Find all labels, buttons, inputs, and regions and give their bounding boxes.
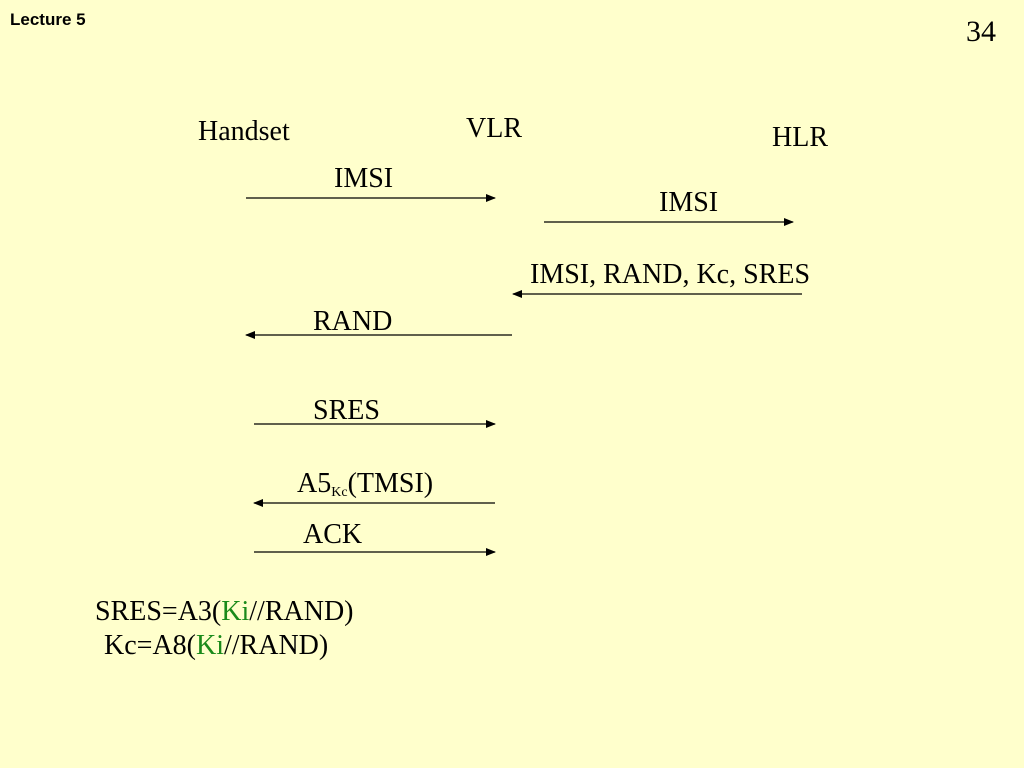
sres-formula-prefix: SRES=A3( xyxy=(95,596,222,627)
sres-message: SRES xyxy=(313,395,380,426)
kc-formula: Kc=A8(Ki//RAND) xyxy=(104,630,328,662)
kc-formula-prefix: Kc=A8( xyxy=(104,630,196,661)
kc-formula-key: Ki xyxy=(195,630,224,661)
imsi-message-vlr-to-hlr: IMSI xyxy=(659,187,719,218)
kc-formula-suffix: //RAND) xyxy=(223,630,329,661)
a5-subscript: Kc xyxy=(331,485,348,500)
ack-message: ACK xyxy=(303,519,363,550)
a5-prefix: A5 xyxy=(297,468,332,499)
page-number: 34 xyxy=(966,15,996,48)
rand-message: RAND xyxy=(313,306,393,337)
handset-label: Handset xyxy=(198,116,290,147)
auth-triplet-message: IMSI, RAND, Kc, SRES xyxy=(530,259,811,290)
lecture-label: Lecture 5 xyxy=(10,10,86,29)
sres-formula: SRES=A3(Ki//RAND) xyxy=(95,596,354,628)
hlr-label: HLR xyxy=(772,122,828,153)
imsi-message-handset-to-vlr: IMSI xyxy=(334,163,394,194)
sres-formula-suffix: //RAND) xyxy=(249,596,354,627)
sres-formula-key: Ki xyxy=(221,596,250,627)
a5-suffix: (TMSI) xyxy=(347,468,434,499)
vlr-label: VLR xyxy=(466,113,522,144)
a5-tmsi-message: A5Kc(TMSI) xyxy=(297,468,433,501)
